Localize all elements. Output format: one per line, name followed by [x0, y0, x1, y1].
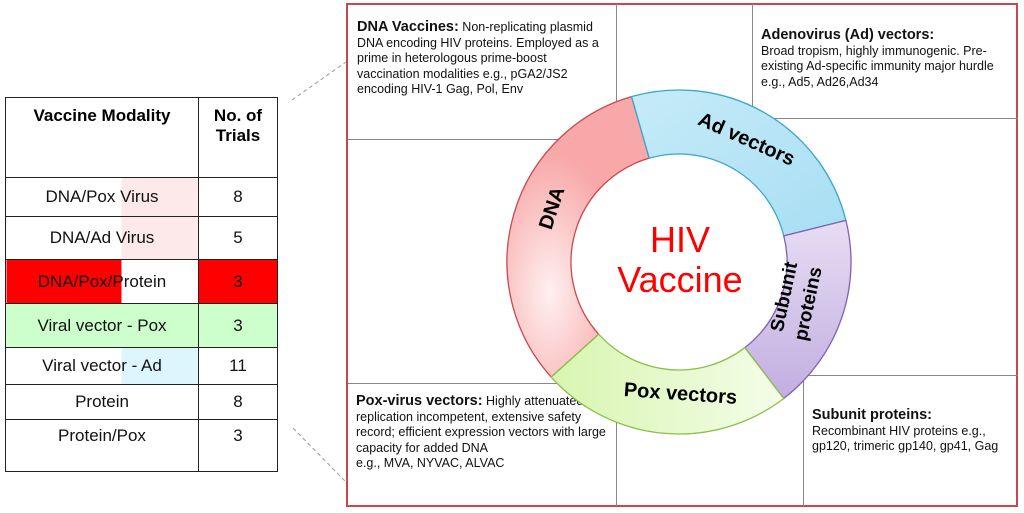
- dna-box-title: DNA Vaccines:: [357, 19, 459, 35]
- cell-modality: Viral vector - Pox: [5, 303, 199, 348]
- ad-box-title: Adenovirus (Ad) vectors:: [761, 27, 935, 43]
- cell-trials: 3: [198, 303, 278, 348]
- cell-modality: Viral vector - Ad: [5, 347, 199, 385]
- cell-trials: 3: [198, 259, 278, 304]
- segment-dna: [506, 95, 651, 379]
- cell-trials: 8: [198, 384, 278, 420]
- cell-trials: 5: [198, 216, 278, 260]
- center-title-vaccine: Vaccine: [617, 259, 742, 300]
- pox-box-examples: e.g., MVA, NYVAC, ALVAC: [356, 456, 505, 470]
- dna-box-text: Non-replicating plasmid DNA encoding HIV…: [357, 20, 599, 96]
- pox-box-text: Highly attenuated, replication incompete…: [356, 394, 606, 455]
- ad-box-text: Broad tropism, highly immunogenic. Pre-e…: [761, 43, 994, 89]
- pox-box-title: Pox-virus vectors:: [356, 393, 483, 409]
- header-trials: No. of Trials: [198, 97, 278, 178]
- subunit-proteins-box: Subunit proteins:Recombinant HIV protein…: [812, 407, 1012, 455]
- subunit-box-title: Subunit proteins:: [812, 407, 933, 423]
- subunit-box-text: Recombinant HIV proteins e.g., gp120, tr…: [812, 423, 999, 454]
- cell-modality: DNA/Ad Virus: [5, 216, 199, 260]
- cell-trials: 8: [198, 177, 278, 217]
- center-title-hiv: HIV: [650, 219, 710, 260]
- adenovirus-box: Adenovirus (Ad) vectors:Broad tropism, h…: [761, 27, 1011, 90]
- diagram-frame: [346, 3, 1018, 507]
- segment-ad: [630, 89, 847, 237]
- cell-modality: Protein: [5, 384, 199, 420]
- segment-pox: [550, 333, 785, 435]
- cell-trials: 11: [198, 347, 278, 385]
- dna-vaccines-box: DNA Vaccines: Non-replicating plasmid DN…: [357, 19, 612, 98]
- cell-modality: Protein/Pox: [5, 419, 199, 472]
- header-modality: Vaccine Modality: [5, 97, 199, 178]
- pox-virus-box: Pox-virus vectors: Highly attenuated, re…: [356, 393, 614, 472]
- connector-bottom: [292, 427, 347, 483]
- cell-trials: 3: [198, 419, 278, 472]
